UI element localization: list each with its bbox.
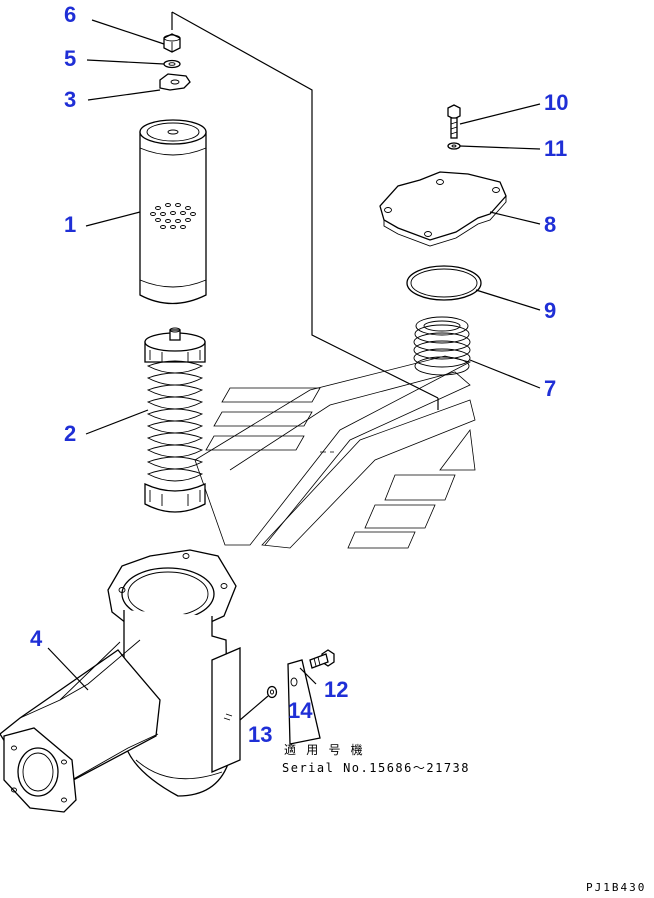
callout-8: 8 — [544, 212, 556, 237]
callout-4: 4 — [30, 626, 43, 651]
part-11-washer — [447, 142, 461, 150]
callout-6: 6 — [64, 2, 76, 27]
callout-14: 14 — [288, 698, 313, 723]
drawing-code: PJ1B430 — [586, 881, 646, 894]
callout-7: 7 — [544, 376, 556, 401]
part-6-nut — [163, 33, 181, 53]
callout-13: 13 — [248, 722, 272, 747]
serial-range: Serial No.15686～21738 — [282, 761, 470, 775]
watermark-logo — [194, 355, 476, 549]
part-3-lock-plate — [159, 73, 191, 91]
callout-labels: 6 5 3 1 2 4 10 11 8 9 7 12 14 13 — [30, 2, 568, 747]
callout-3: 3 — [64, 87, 76, 112]
part-1-filter-element — [139, 119, 207, 305]
applicability-label: 適 用 号 機 — [284, 742, 364, 757]
callout-9: 9 — [544, 298, 556, 323]
part-13-washer — [266, 685, 278, 699]
part-4-filter-case — [0, 549, 241, 813]
part-14-plate — [287, 659, 321, 745]
part-2-inner-element — [144, 327, 206, 513]
part-8-cover — [379, 171, 507, 247]
assembly-reference-line — [171, 11, 439, 410]
callout-11: 11 — [544, 136, 567, 161]
part-5-washer — [163, 59, 181, 69]
leader-lines — [47, 19, 541, 721]
callout-2: 2 — [64, 421, 76, 446]
part-7-spring — [413, 316, 471, 376]
part-10-bolt — [447, 104, 461, 139]
callout-12: 12 — [324, 677, 348, 702]
part-12-bolt — [309, 649, 335, 669]
part-9-o-ring — [406, 265, 482, 301]
callout-1: 1 — [64, 212, 76, 237]
callout-5: 5 — [64, 46, 76, 71]
callout-10: 10 — [544, 90, 568, 115]
